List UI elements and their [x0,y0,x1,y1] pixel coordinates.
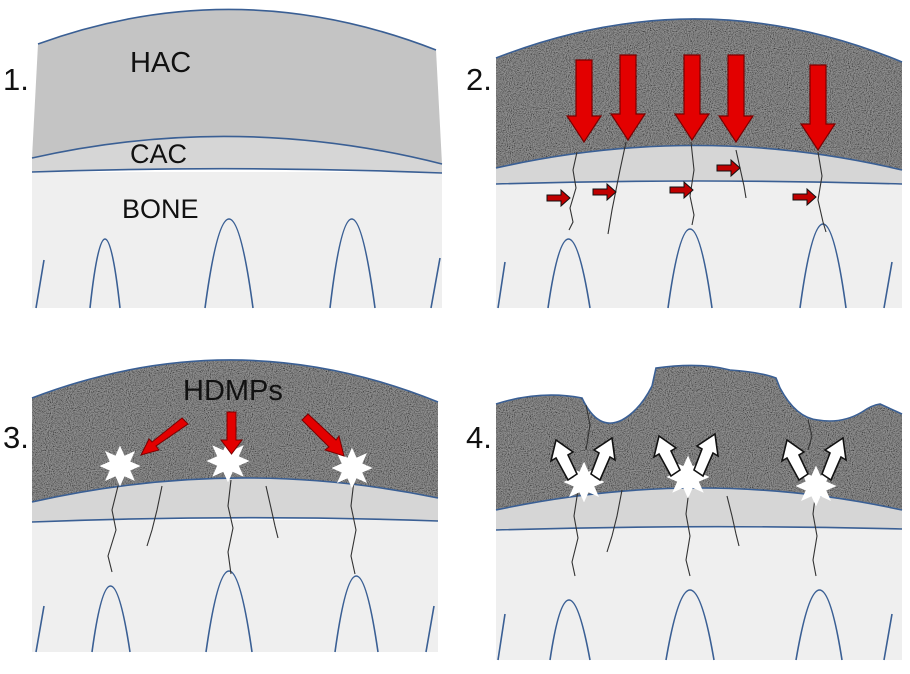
bone-label: BONE [122,194,199,224]
cac-layer [32,477,438,522]
hac-surface [495,18,903,63]
load-arrow-icon [673,54,711,142]
load-arrow-icon [140,417,189,456]
bone-contour [35,570,435,653]
panel-number: 4. [466,420,492,455]
tidemark [495,180,903,185]
bone-layer [32,172,442,308]
release-arrow-icon [780,438,810,482]
tidemark [31,516,439,523]
cracks [107,479,357,575]
hdmp-pointer-arrows [140,411,345,457]
shear-arrow-icon [669,180,694,200]
tidemark [31,167,443,174]
shear-arrows [546,158,817,208]
load-arrows [565,54,837,152]
cracks [568,141,827,235]
load-arrow-icon [717,54,755,144]
shear-arrow-icon [592,182,617,202]
hac-surface [37,8,437,51]
hdmp-icon [101,447,139,485]
release-arrow-icon [590,436,617,482]
hdmps-label: HDMPs [183,375,283,407]
hac-cac-boundary [31,477,439,503]
panel-4: 4. [466,364,903,661]
shear-arrow-icon [792,187,817,207]
cac-label: CAC [130,139,187,169]
hac-cac-boundary [31,135,443,165]
shear-arrow-icon [546,188,571,208]
release-arrow-icon [549,438,579,482]
cac-layer [496,145,902,184]
bone-layer [496,182,902,308]
hac-layer [32,9,442,164]
load-arrow-icon [799,64,837,152]
load-arrow-icon [565,59,603,144]
release-arrow-icon [693,432,720,478]
cac-layer [32,136,442,173]
hac-surface [31,359,439,403]
bone-contour [497,589,893,661]
panel-1: 1. HAC CAC BONE [3,8,443,309]
release-arrow-icon [652,434,682,478]
panel-2: 2. [466,18,903,309]
hac-cac-boundary [495,144,903,171]
shear-arrow-icon [716,158,741,178]
load-arrow-icon [301,413,345,457]
hdmp-icon [333,449,371,487]
hac-label: HAC [130,47,191,79]
load-arrow-icon [220,411,243,455]
cracks [571,404,818,577]
bone-layer [496,528,902,660]
release-arrows [549,432,848,482]
bone-contour [497,223,893,309]
bone-layer [32,520,438,652]
load-arrow-icon [609,54,647,142]
release-arrow-icon [821,436,848,482]
cac-layer [496,488,902,530]
panel-number: 1. [3,62,29,97]
tidemark [495,525,903,531]
bone-contour [35,218,441,309]
panel-3: 3. HDMPs [3,359,439,653]
panel-number: 2. [466,62,492,97]
hac-surface [495,364,903,424]
panel-number: 3. [3,420,29,455]
